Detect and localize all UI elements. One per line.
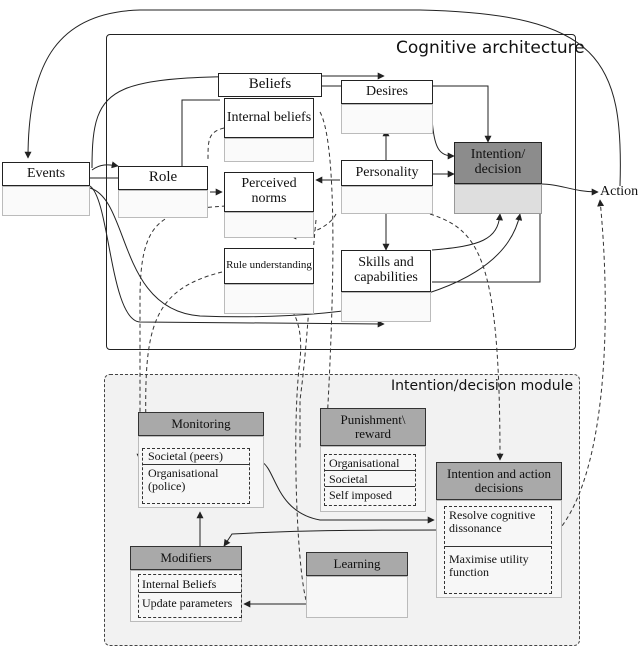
learning-node: Learning <box>306 552 408 618</box>
personality-node: Personality <box>341 160 433 214</box>
perceived-norms-body <box>224 212 314 238</box>
perceived-norms-node: Perceived norms <box>224 172 314 238</box>
personality-label: Personality <box>341 160 433 186</box>
intention-decision-label: Intention/ decision <box>454 142 542 184</box>
punishment-reward-title: Punishment\ reward <box>320 408 426 446</box>
rule-understanding-label: Rule understanding <box>224 248 314 284</box>
rule-understanding-body <box>224 284 314 314</box>
punishment-reward-node: Punishment\ reward Organisational Societ… <box>320 408 426 512</box>
role-label: Role <box>118 166 208 190</box>
desires-label: Desires <box>341 80 433 104</box>
modifiers-item-row <box>139 575 241 593</box>
role-body <box>118 190 208 218</box>
internal-beliefs-node: Internal beliefs <box>224 98 314 162</box>
punishment-item-self-imposed: Self imposed <box>329 488 392 502</box>
intention-action-node: Intention and action decisions Resolve c… <box>436 462 562 598</box>
modifiers-item-update-parameters: Update parameters <box>142 596 233 610</box>
monitoring-title: Monitoring <box>138 412 264 436</box>
internal-beliefs-label: Internal beliefs <box>224 98 314 138</box>
punishment-item-row-1 <box>325 455 415 471</box>
monitoring-item-organisational: Organisational (police) <box>148 466 219 494</box>
modifiers-body <box>130 570 242 622</box>
intention-decision-module-title: Intention/decision module <box>391 378 574 394</box>
perceived-norms-label: Perceived norms <box>224 172 314 212</box>
events-body <box>2 186 90 216</box>
action-label: Action <box>600 184 639 199</box>
skills-node: Skills and capabilities <box>341 250 431 322</box>
intention-action-items: Resolve cognitive dissonance Maximise ut… <box>444 506 552 594</box>
personality-body <box>341 186 433 214</box>
intention-action-item-row <box>445 507 551 547</box>
role-node: Role <box>118 166 208 218</box>
internal-beliefs-body <box>224 138 314 162</box>
events-label: Events <box>2 162 90 186</box>
punishment-reward-items: Organisational Societal Self imposed <box>324 454 416 506</box>
modifiers-title: Modifiers <box>130 546 242 570</box>
modifiers-item-internal-beliefs: Internal Beliefs <box>142 577 217 591</box>
intention-action-body <box>436 500 562 598</box>
rule-understanding-node: Rule understanding <box>224 248 314 314</box>
desires-body <box>341 104 433 134</box>
modifiers-node: Modifiers Internal Beliefs Update parame… <box>130 546 242 622</box>
cognitive-architecture-region <box>106 34 576 350</box>
learning-title: Learning <box>306 552 408 576</box>
punishment-reward-body <box>320 446 426 512</box>
intention-action-item-dissonance: Resolve cognitive dissonance <box>449 508 536 536</box>
punishment-item-row-2 <box>325 471 415 487</box>
intention-action-item-utility: Maximise utility function <box>449 552 529 580</box>
intention-action-title: Intention and action decisions <box>436 462 562 500</box>
modifiers-items: Internal Beliefs Update parameters <box>138 574 242 618</box>
monitoring-item-row <box>143 449 249 465</box>
punishment-item-organisational: Organisational <box>329 456 400 470</box>
intention-decision-node: Intention/ decision <box>454 142 542 214</box>
monitoring-node: Monitoring Societal (peers) Organisation… <box>138 412 264 508</box>
learning-body <box>306 576 408 618</box>
monitoring-item-societal: Societal (peers) <box>148 449 223 463</box>
cognitive-architecture-title: Cognitive architecture <box>396 38 585 58</box>
skills-body <box>341 292 431 322</box>
intention-decision-body <box>454 184 542 214</box>
events-node: Events <box>2 162 90 216</box>
skills-label: Skills and capabilities <box>341 250 431 292</box>
desires-node: Desires <box>341 80 433 134</box>
punishment-item-societal: Societal <box>329 472 368 486</box>
monitoring-items: Societal (peers) Organisational (police) <box>142 448 250 504</box>
beliefs-label: Beliefs <box>218 73 322 97</box>
